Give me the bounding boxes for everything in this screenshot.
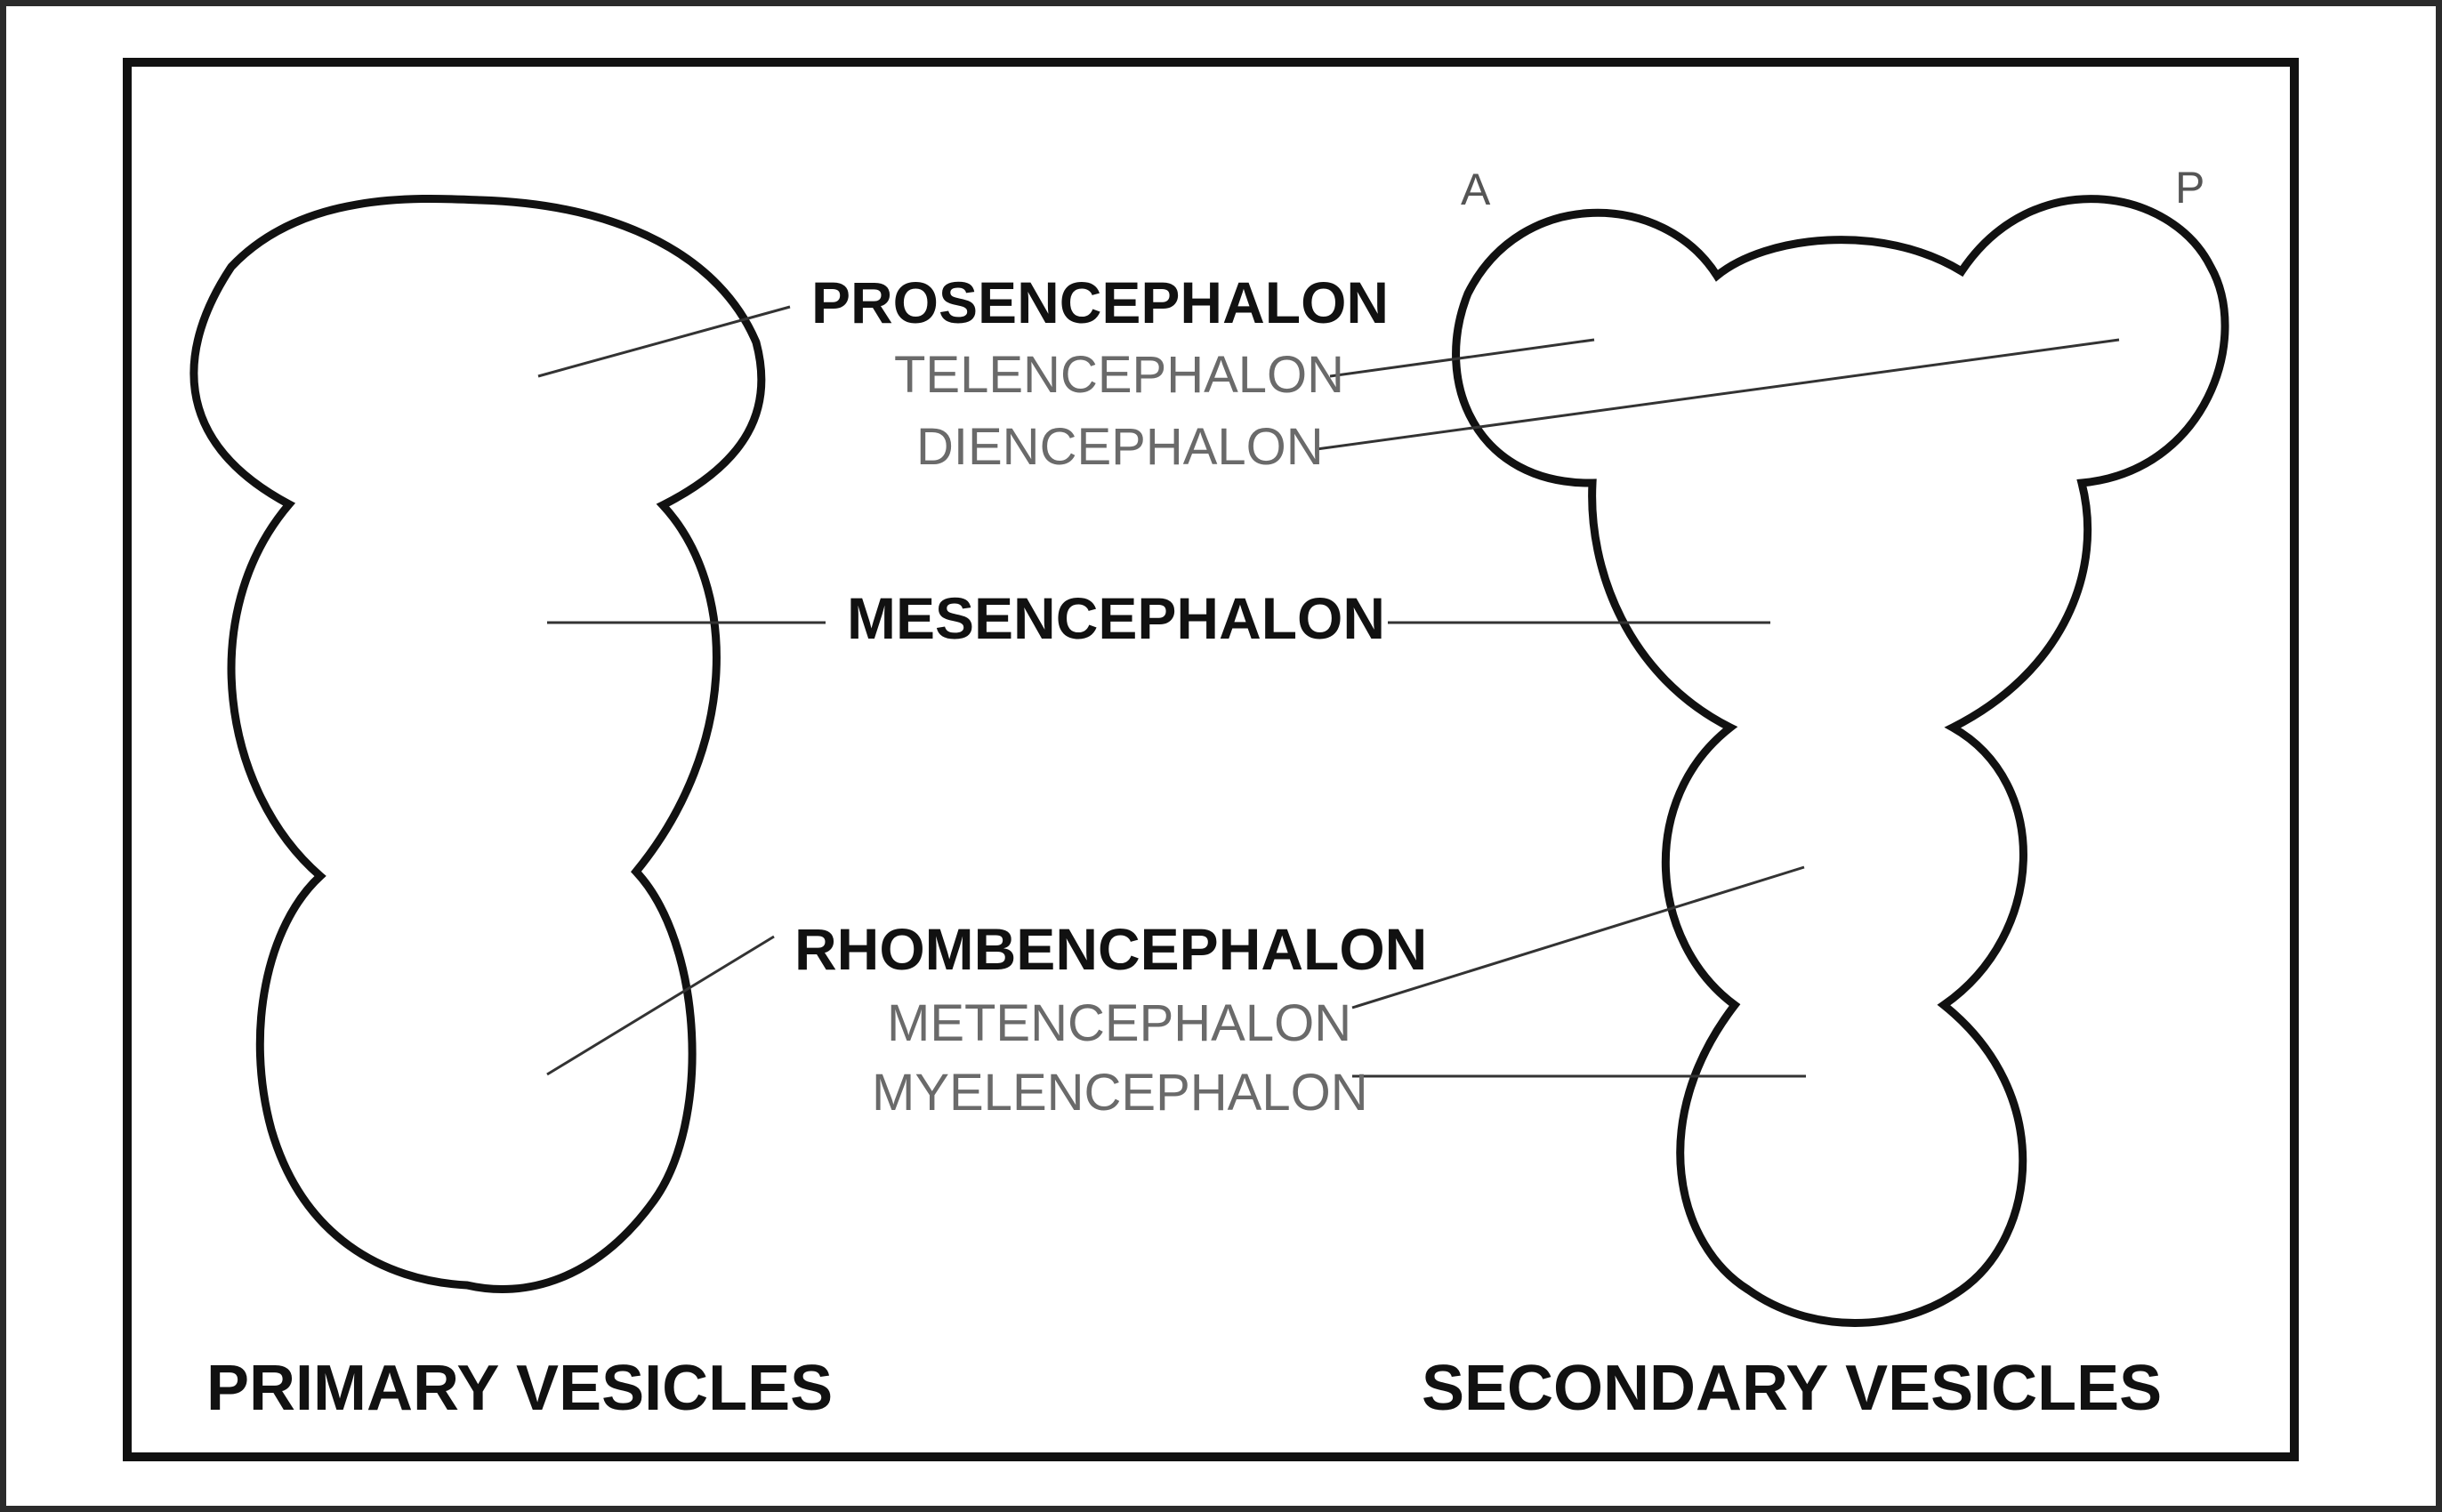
label-rhombencephalon: RHOMBENCEPHALON bbox=[794, 916, 1427, 982]
primary-vesicles-outline bbox=[189, 194, 766, 1293]
leader-diencephalon bbox=[1316, 338, 2120, 451]
leader-telencephalon bbox=[1329, 338, 1595, 378]
label-diencephalon: DIENCEPHALON bbox=[916, 418, 1324, 476]
title-secondary-vesicles: SECONDARY VESICLES bbox=[1422, 1353, 2162, 1424]
label-anterior: A bbox=[1461, 165, 1491, 214]
label-mesencephalon: MESENCEPHALON bbox=[847, 585, 1385, 651]
leader-metencephalon bbox=[1351, 865, 1805, 1009]
label-prosencephalon: PROSENCEPHALON bbox=[811, 269, 1389, 335]
secondary-vesicles-outline bbox=[1452, 195, 2229, 1327]
title-primary-vesicles: PRIMARY VESICLES bbox=[206, 1353, 833, 1424]
leader-rhombencephalon bbox=[546, 935, 775, 1076]
label-metencephalon: METENCEPHALON bbox=[887, 994, 1351, 1052]
label-posterior: P bbox=[2175, 163, 2204, 213]
label-myelencephalon: MYELENCEPHALON bbox=[872, 1064, 1368, 1122]
leader-prosencephalon bbox=[537, 305, 791, 378]
label-telencephalon: TELENCEPHALON bbox=[894, 346, 1344, 404]
inner-frame bbox=[123, 58, 2299, 1461]
